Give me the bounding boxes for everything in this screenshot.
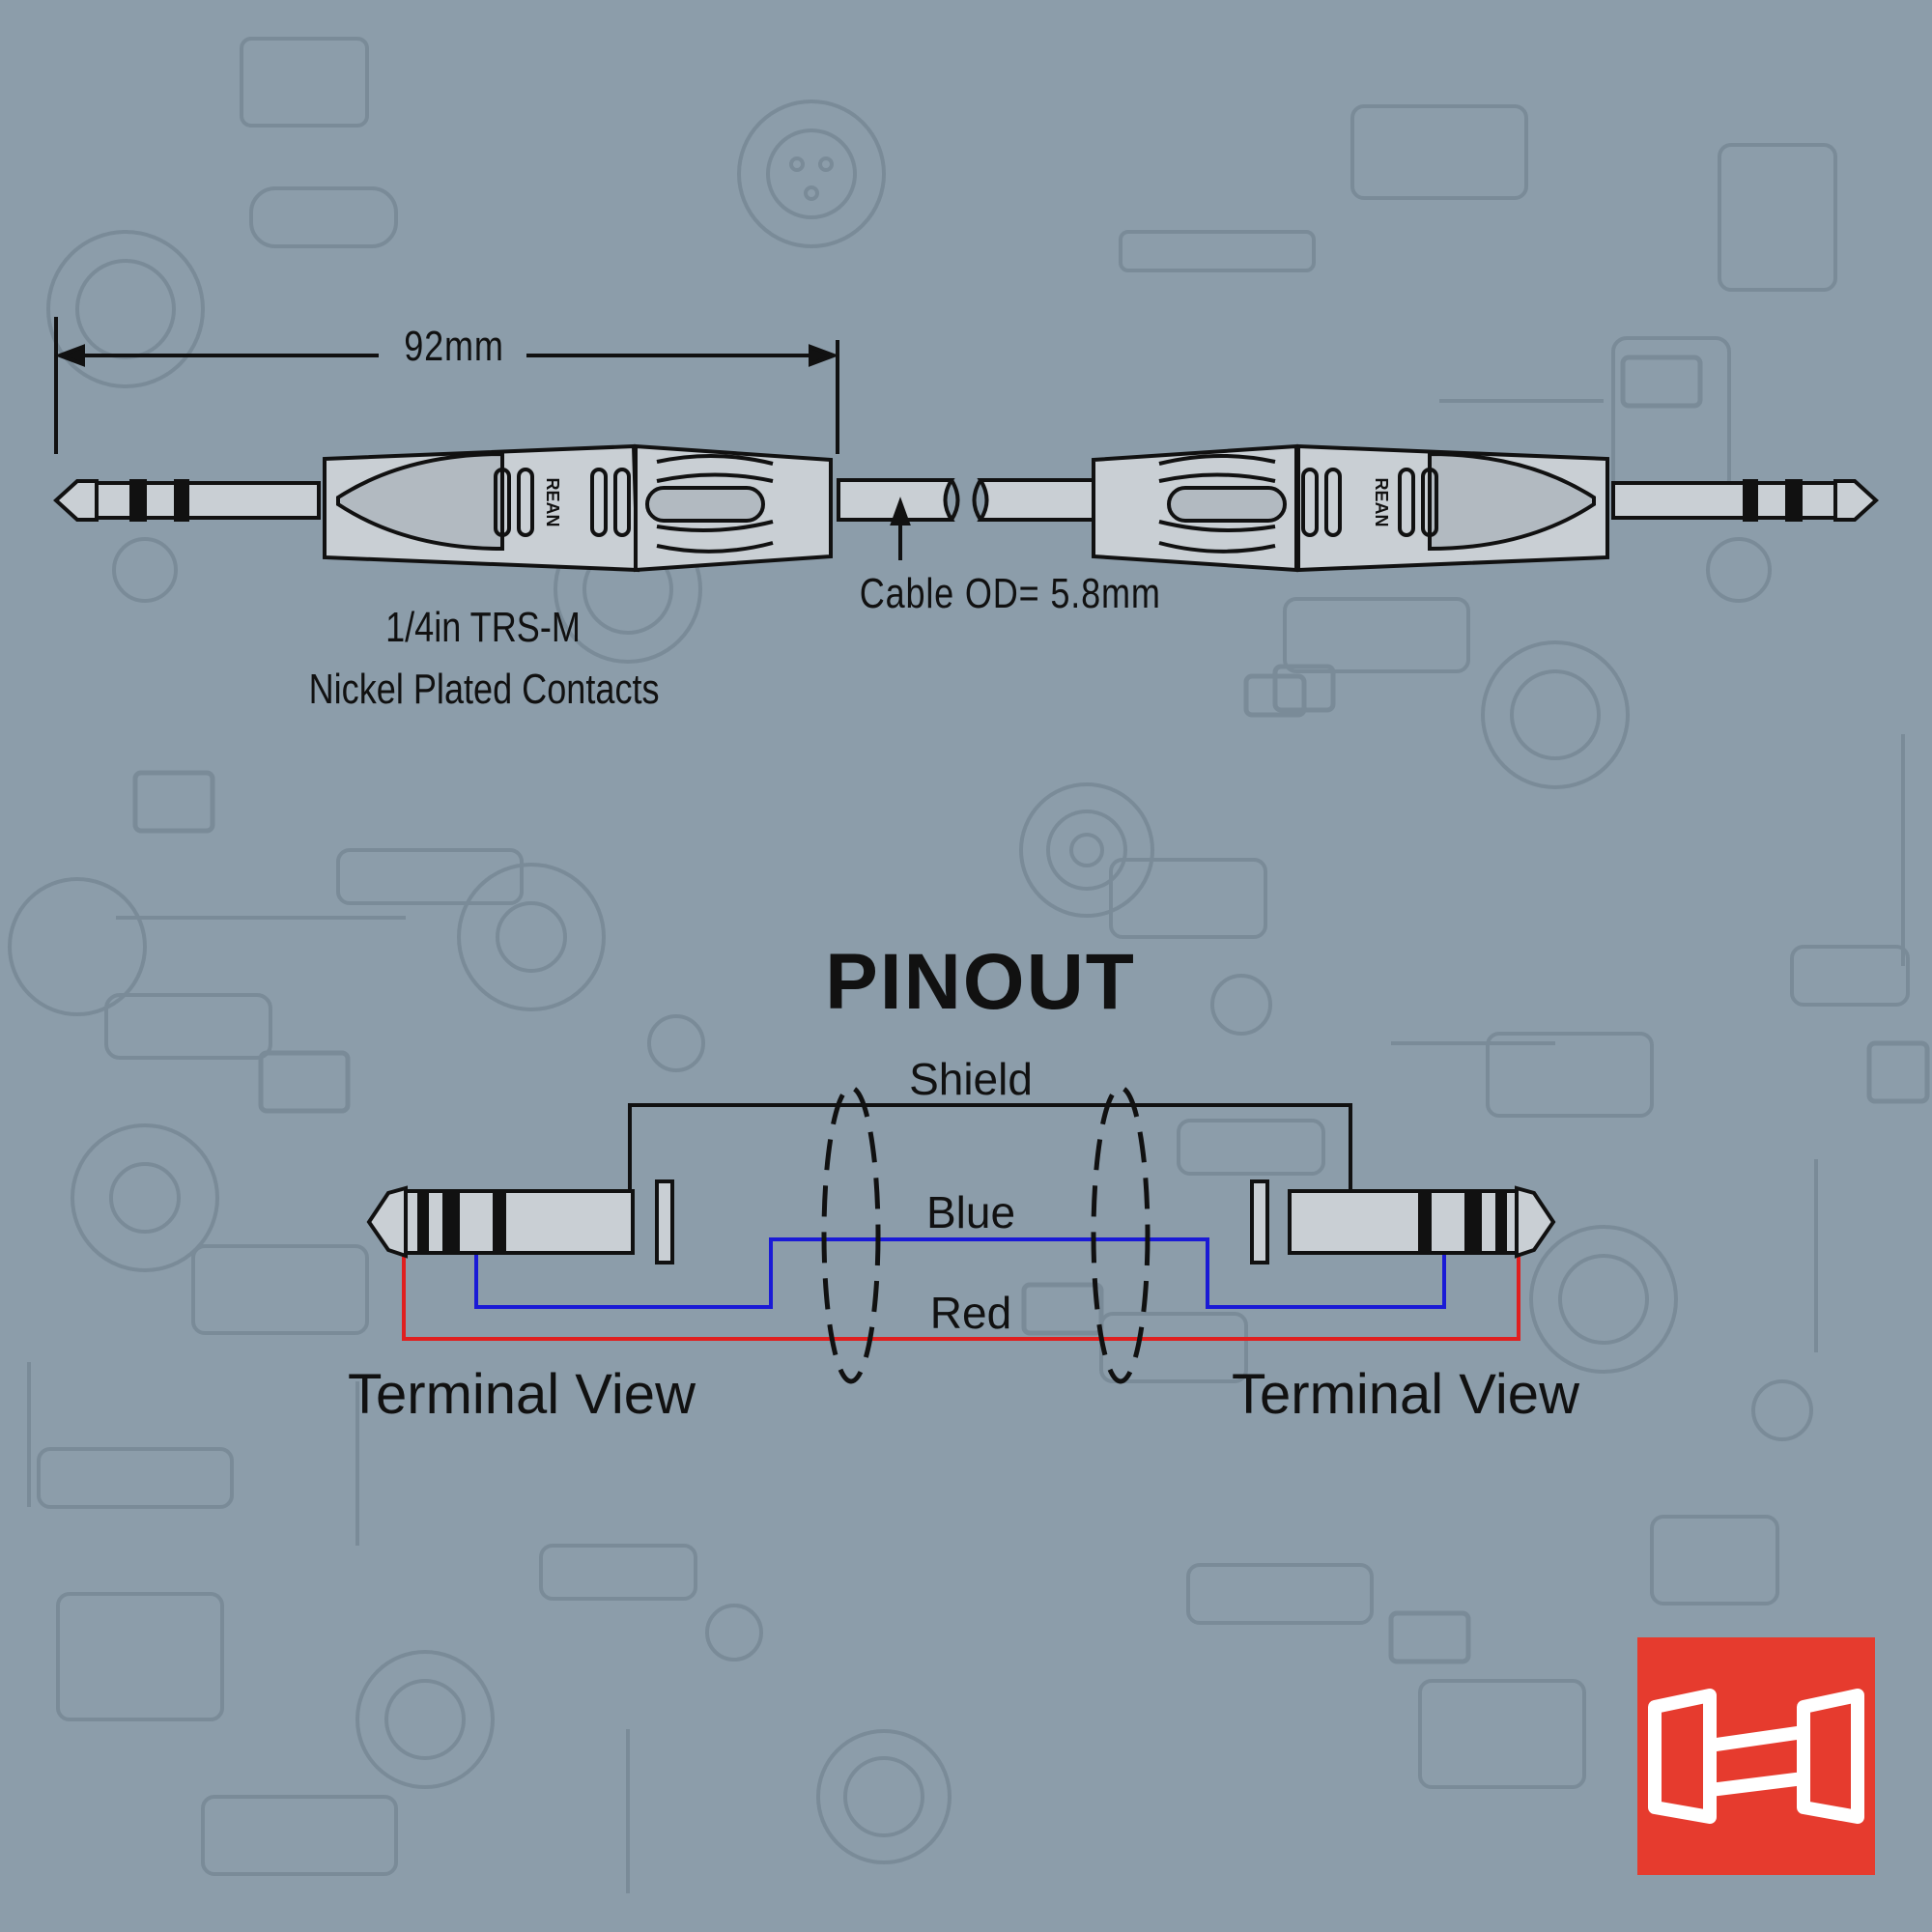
shield-ellipse-right (1091, 1085, 1151, 1384)
right-terminal-plug (1250, 1179, 1556, 1264)
pinout-title: PINOUT (825, 938, 1136, 1026)
pattern-h-icons (132, 355, 1930, 1664)
pattern-jack-lines (27, 399, 1905, 1893)
right-trs-plug: REAN (972, 443, 1879, 573)
svg-text:REAN: REAN (543, 477, 562, 526)
red-wire (402, 1251, 1520, 1341)
pattern-plug-icons (37, 37, 1910, 1876)
plug-contacts-label: Nickel Plated Contacts (308, 666, 660, 713)
left-terminal-plug (366, 1179, 674, 1264)
shield-ellipse-left (821, 1085, 881, 1384)
pattern-xlr-icon-3 (1481, 640, 1630, 789)
blue-wire (474, 1237, 1446, 1309)
pattern-combo-icon-1 (457, 863, 606, 1011)
svg-text:REAN: REAN (1372, 477, 1391, 526)
pattern-xlr-icon-4 (1529, 1225, 1678, 1374)
plug-type-label: 1/4in TRS-M (385, 604, 581, 651)
cable-od-label: Cable OD= 5.8mm (859, 570, 1161, 617)
pattern-small-circle-icons (112, 537, 1813, 1662)
pattern-combo-icon-4 (355, 1650, 495, 1789)
pinout-diagram (366, 1085, 1556, 1384)
hosa-h-logo-icon (1637, 1637, 1875, 1875)
cable-drawing: REAN REAN (53, 317, 1879, 573)
right-plug-tip (1833, 479, 1879, 522)
shield-wire-label: Shield (909, 1054, 1033, 1104)
blue-wire-label: Blue (925, 1187, 1016, 1237)
pattern-combo-icon-3 (8, 877, 147, 1016)
shield-wire (628, 1103, 1352, 1190)
red-wire-label: Red (929, 1288, 1012, 1338)
right-terminal-view-label: Terminal View (1232, 1363, 1579, 1426)
pattern-speakon-icon-1 (1019, 782, 1154, 918)
cable-od-arrow (890, 497, 911, 560)
left-plug-tip (53, 479, 99, 522)
left-terminal-view-label: Terminal View (348, 1363, 696, 1426)
dimension-92mm-arrow (54, 317, 839, 454)
pattern-xlr-icon-2 (737, 99, 886, 248)
left-trs-plug: REAN (53, 443, 960, 573)
plug-length-label: 92mm (404, 323, 504, 370)
pattern-speakon-icon-2 (816, 1729, 952, 1864)
pattern-combo-icon-2 (71, 1123, 219, 1272)
right-cable-segment (977, 478, 1095, 522)
